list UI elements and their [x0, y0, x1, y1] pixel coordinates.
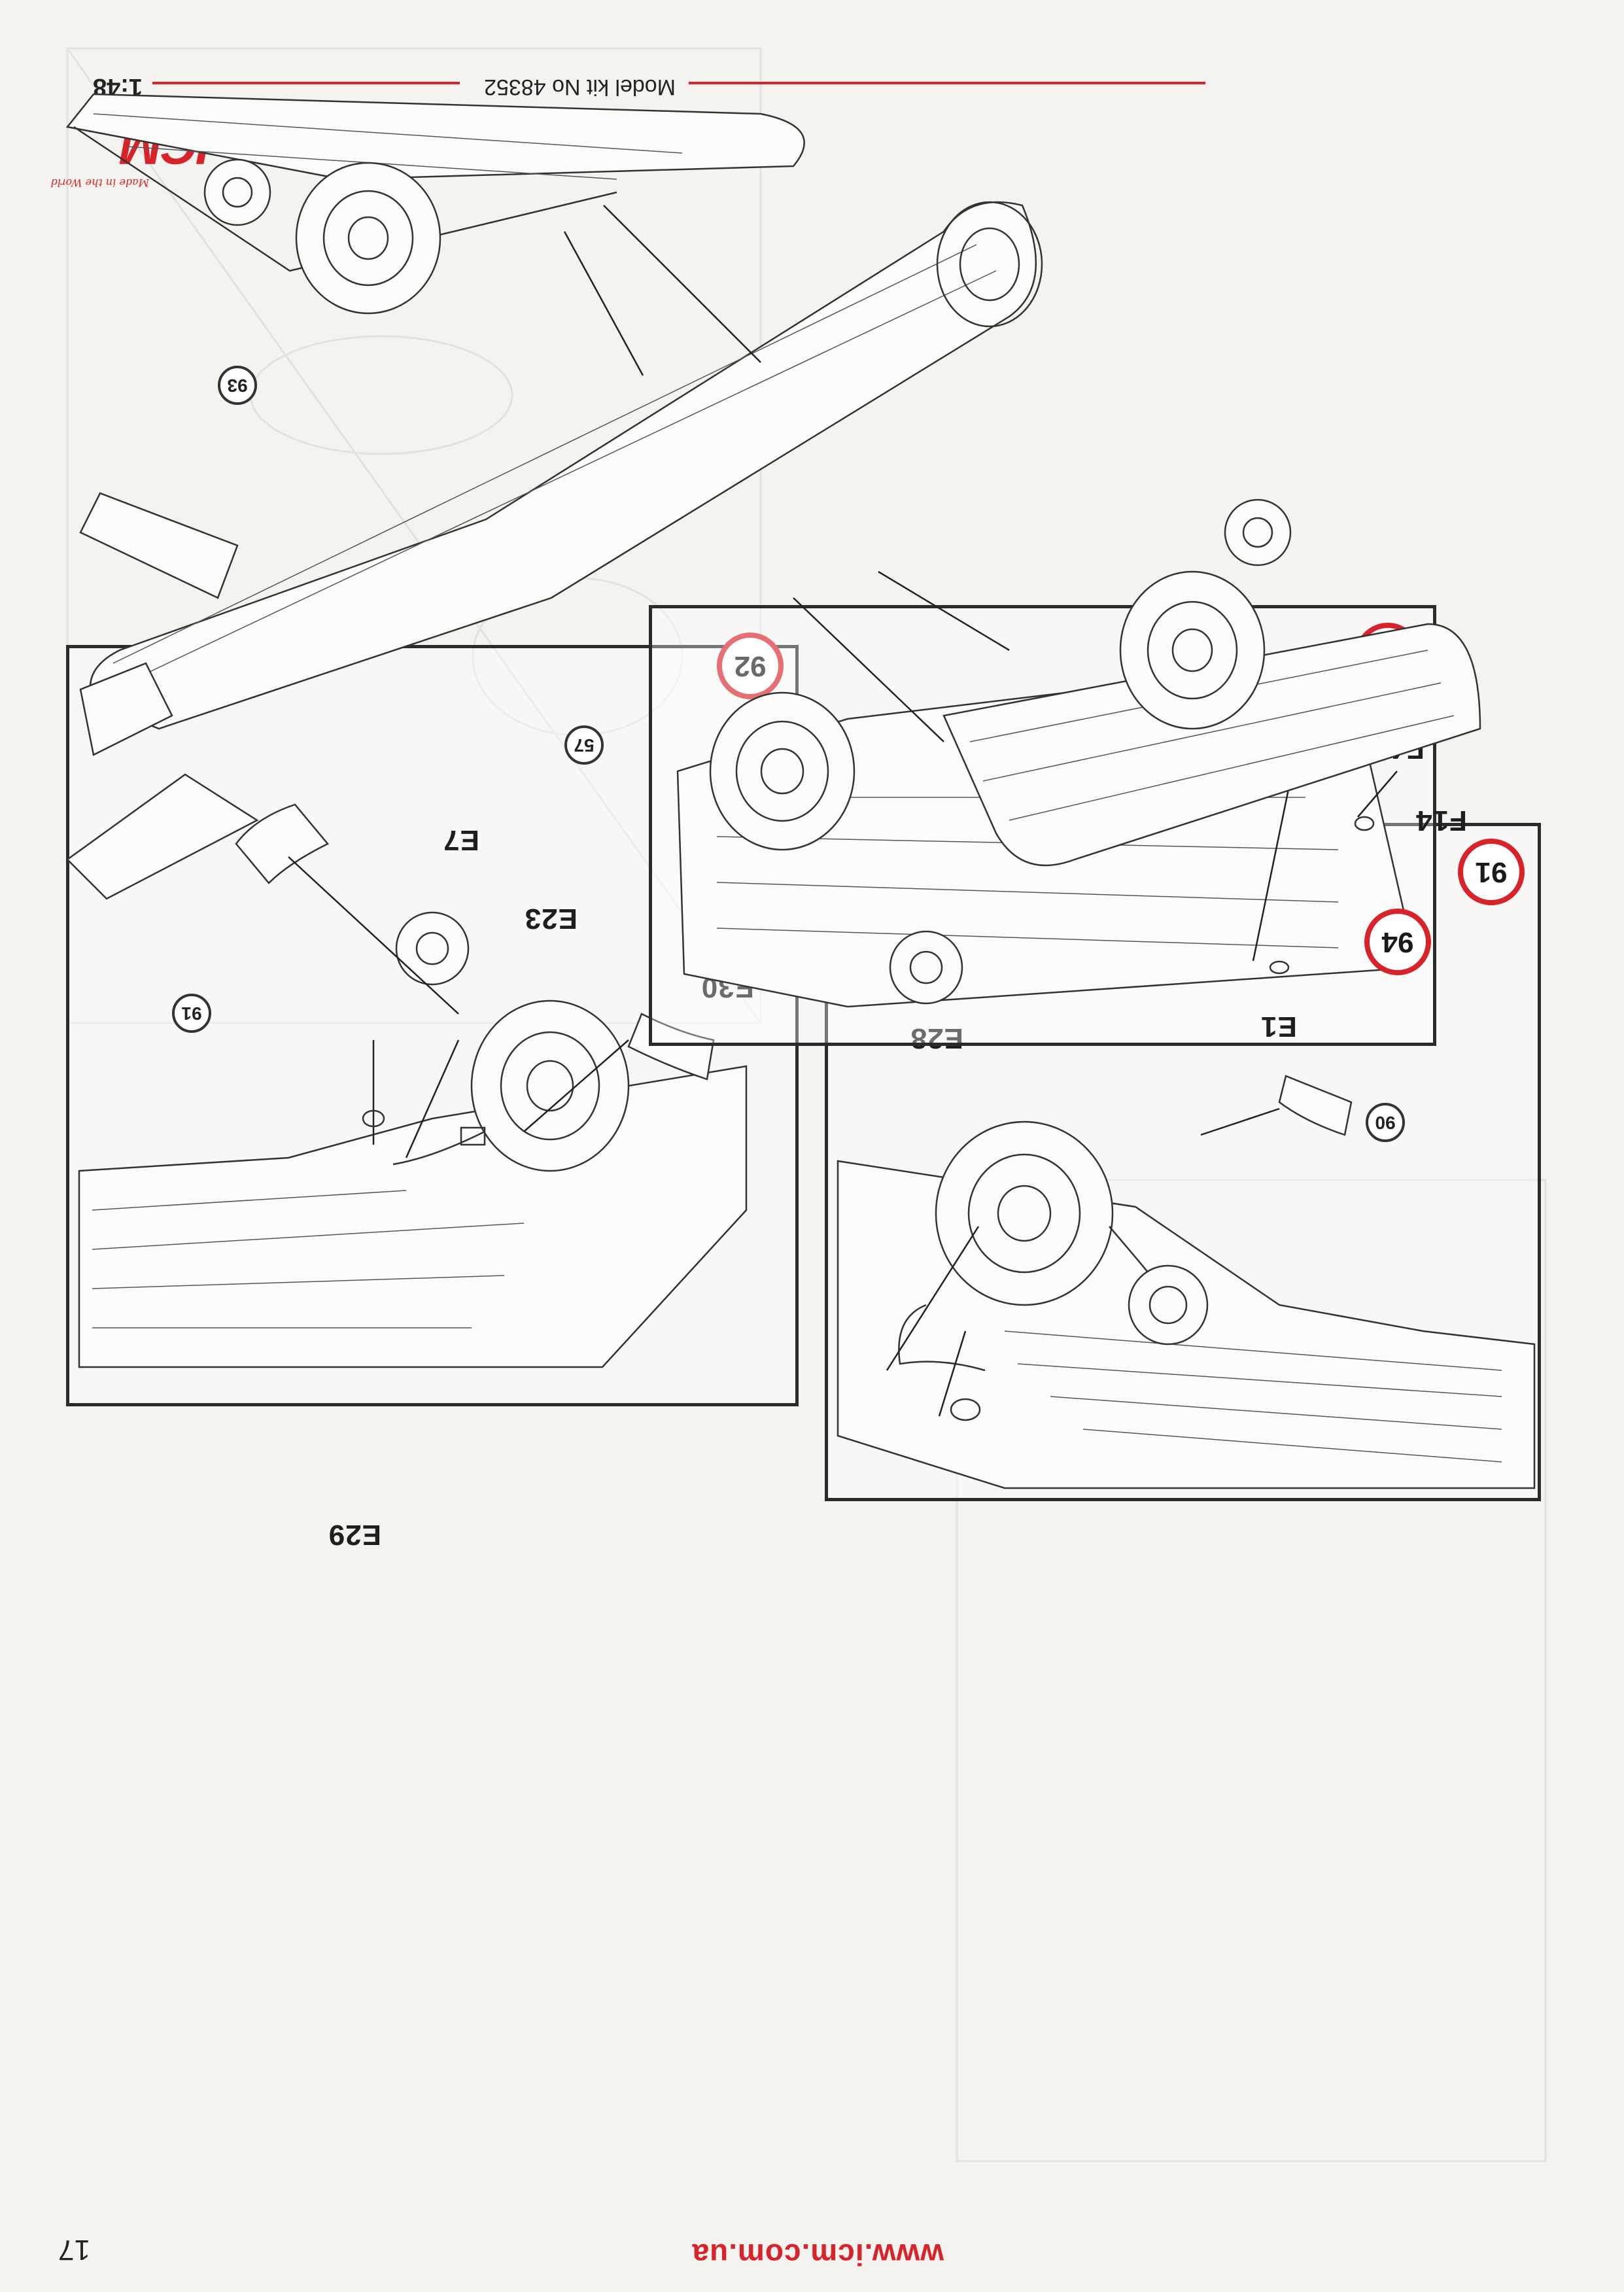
step-94-drawing — [65, 93, 1481, 900]
step-91-drawing — [837, 1075, 1536, 1489]
footer-rule-2 — [689, 82, 1205, 84]
step-92-drawing — [78, 803, 748, 1368]
website-url: www.icm.com.ua — [691, 2238, 944, 2272]
footer-rule — [152, 82, 460, 84]
part-label-E29: E29 — [328, 1519, 381, 1551]
page-number: 17 — [58, 2234, 90, 2266]
